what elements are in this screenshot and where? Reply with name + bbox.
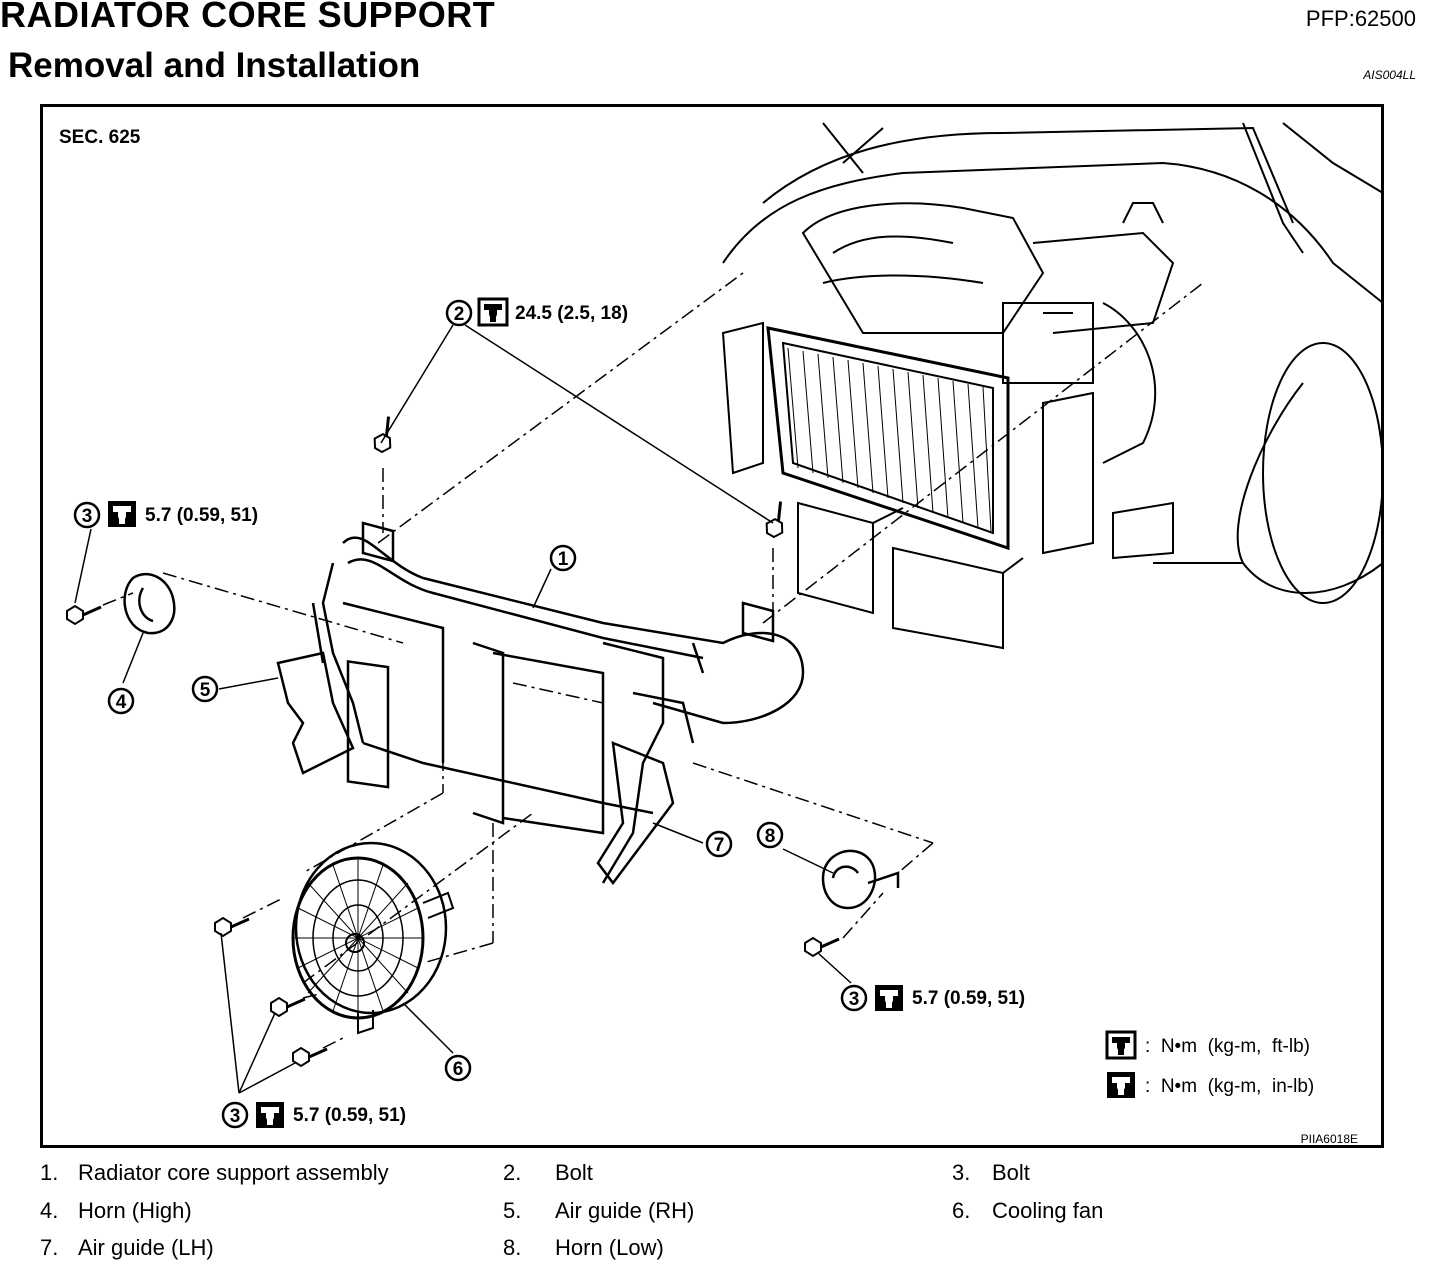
horn-high — [123, 572, 176, 635]
callout-1: 1 — [549, 544, 577, 572]
unit-key-ftlb: : N•m (kg-m, ft-lb) — [1145, 1036, 1310, 1057]
bolt-3-horn-high — [65, 604, 103, 626]
section-subtitle: Removal and Installation — [8, 46, 421, 85]
callout-2: 2 — [445, 299, 473, 327]
radiator-core-support — [311, 521, 805, 884]
callout-8: 8 — [756, 821, 784, 849]
torque-bolt-3-bottom: 5.7 (0.59, 51) — [293, 1105, 406, 1126]
exploded-diagram: SEC. 625 — [59, 122, 1381, 1145]
page-title: RADIATOR CORE SUPPORT — [0, 0, 496, 35]
unit-key-inlb: : N•m (kg-m, in-lb) — [1145, 1076, 1314, 1097]
section-label: SEC. 625 — [59, 127, 141, 148]
bolt-3-horn-low — [803, 936, 841, 958]
svg-text:3: 3 — [849, 989, 860, 1010]
part-number: PFP:62500 — [1305, 6, 1416, 31]
callout-5: 5 — [191, 675, 219, 703]
svg-text:3: 3 — [230, 1106, 241, 1127]
wrench-inlb-icon — [1107, 1072, 1135, 1098]
callout-4: 4 — [107, 687, 135, 715]
bolt-2-left — [369, 414, 405, 456]
wrench-inlb-icon — [875, 985, 903, 1011]
wrench-ftlb-icon — [1105, 1030, 1137, 1060]
callout-6: 6 — [444, 1054, 472, 1082]
torque-bolt-3-top-left: 5.7 (0.59, 51) — [145, 505, 258, 526]
svg-text:5: 5 — [200, 680, 211, 701]
callout-7: 7 — [705, 830, 733, 858]
exploded-diagram-figure: SEC. 625 — [40, 104, 1384, 1148]
air-guide-lh — [596, 741, 675, 886]
alignment-lines — [102, 272, 1204, 1049]
callout-3-bottom: 3 — [221, 1101, 249, 1129]
bolt-3-fan-top — [213, 916, 251, 938]
horn-low — [821, 849, 900, 910]
document-id: AIS004LL — [1363, 68, 1416, 82]
callout-3-top-left: 3 — [73, 501, 101, 529]
radiator-fins — [787, 347, 992, 532]
torque-bolt-3-right: 5.7 (0.59, 51) — [912, 988, 1025, 1009]
bolt-3-fan-mid — [269, 996, 307, 1018]
wrench-ftlb-icon — [477, 297, 509, 327]
wrench-inlb-icon — [108, 501, 136, 527]
torque-bolt-2: 24.5 (2.5, 18) — [515, 303, 628, 324]
svg-text:6: 6 — [453, 1059, 464, 1080]
leader-lines — [74, 324, 852, 1094]
svg-text:3: 3 — [82, 506, 93, 527]
air-guide-rh — [276, 651, 355, 775]
vehicle-front-illustration — [721, 122, 1381, 604]
svg-text:4: 4 — [116, 692, 127, 713]
svg-text:2: 2 — [454, 304, 465, 325]
svg-text:8: 8 — [765, 826, 776, 847]
callout-3-right: 3 — [840, 984, 868, 1012]
svg-text:1: 1 — [558, 549, 569, 570]
svg-text:7: 7 — [714, 835, 725, 856]
figure-id: PIIA6018E — [1301, 1132, 1358, 1145]
bolt-3-fan-bottom — [291, 1046, 329, 1068]
lower-brackets — [797, 501, 1024, 650]
cooling-fan — [291, 841, 455, 1035]
wrench-inlb-icon — [256, 1102, 284, 1128]
